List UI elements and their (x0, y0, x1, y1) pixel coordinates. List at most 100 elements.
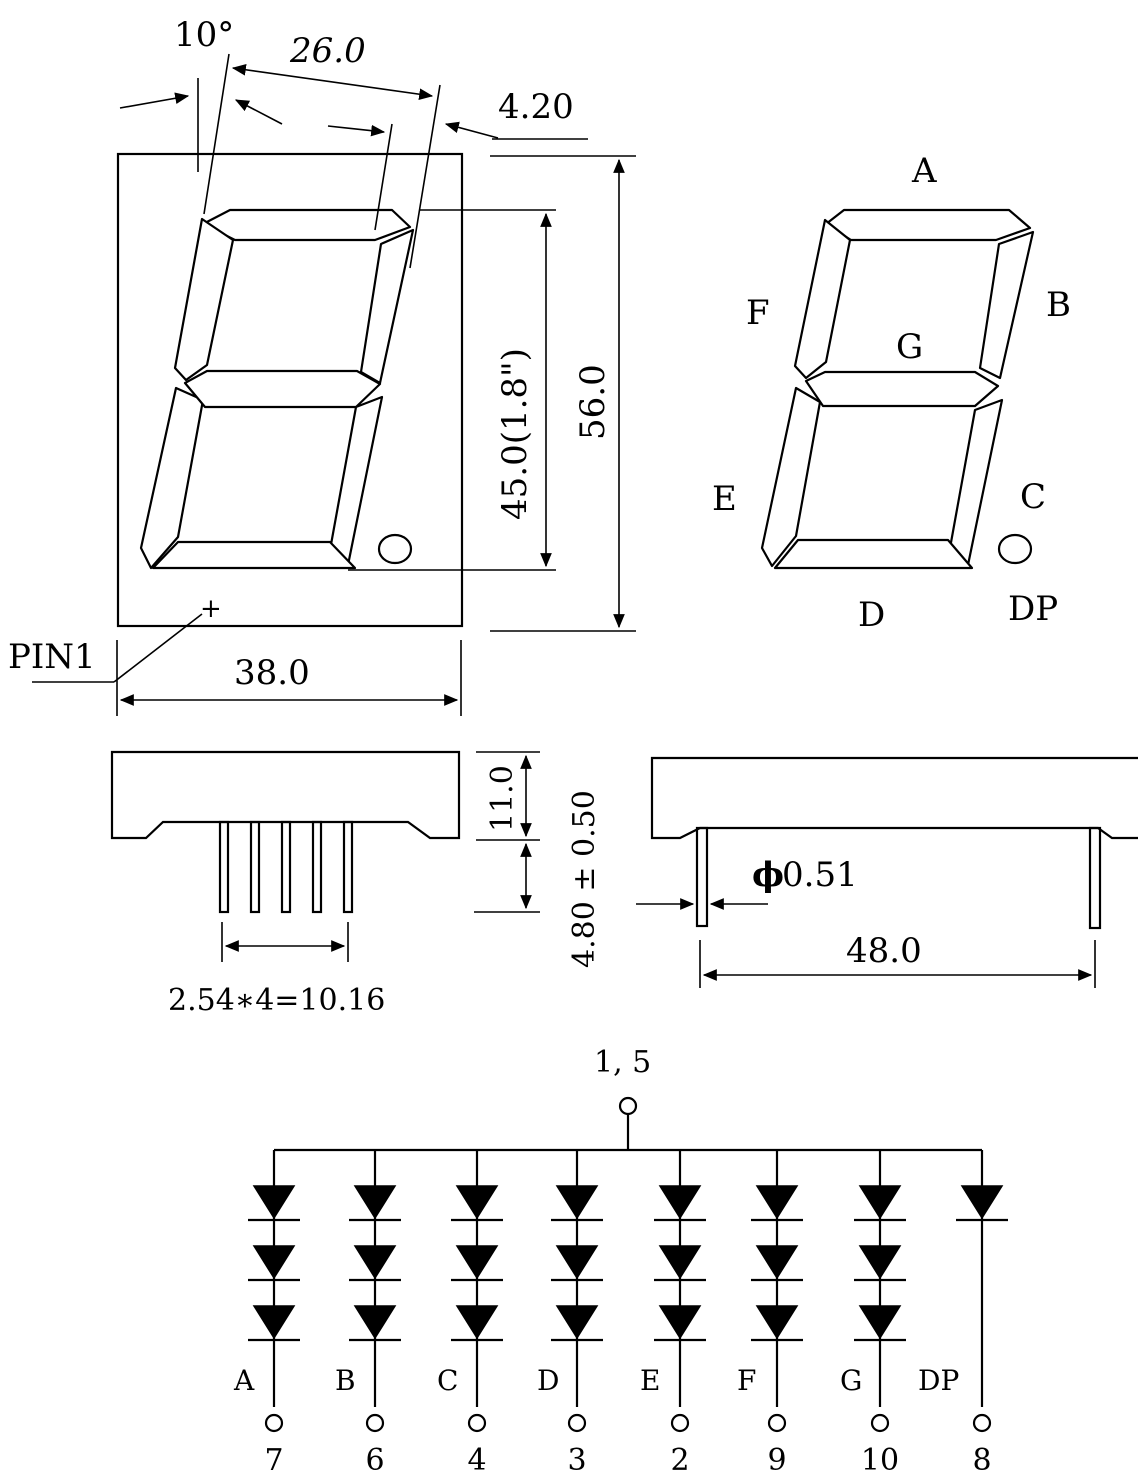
segment-g (183, 369, 382, 409)
angle-label: 10° (174, 15, 234, 55)
digit-width-label: 26.0 (289, 31, 366, 71)
diode-triangle (252, 1185, 296, 1220)
diode-triangle (755, 1185, 799, 1220)
pin-diameter-label: 0.51 (782, 855, 858, 895)
slant-inner-line (374, 123, 393, 231)
diode-triangle (755, 1305, 799, 1340)
segment-d (151, 540, 357, 570)
body-depth-label: 11.0 (485, 765, 520, 832)
pin-terminal (365, 1413, 385, 1433)
pin-terminal (972, 1413, 992, 1433)
diode-triangle (858, 1305, 902, 1340)
diode-triangle (960, 1185, 1004, 1220)
pin-number: 4 (467, 1443, 486, 1478)
channel-label: DP (918, 1364, 959, 1397)
diode-triangle (353, 1185, 397, 1220)
pin1-label: PIN1 (8, 637, 96, 677)
package-outline (116, 152, 464, 628)
label-segment-c: C (1020, 477, 1046, 517)
channel-e: E2 (640, 1150, 706, 1478)
angle-arrow-left (119, 92, 190, 109)
channel-label: B (335, 1364, 356, 1397)
pin-number: 8 (972, 1443, 991, 1478)
diode-triangle (353, 1305, 397, 1340)
pin-terminal (670, 1413, 690, 1433)
end-body-outline (650, 756, 1138, 840)
diode-triangle (755, 1245, 799, 1280)
segment-b (359, 228, 415, 385)
label-segment-e: E (712, 479, 737, 519)
map-segment-b (978, 230, 1035, 380)
diode-triangle (252, 1305, 296, 1340)
pin1-cross: + (200, 594, 222, 624)
segment-offset-label: 4.20 (498, 87, 574, 127)
diode-triangle (455, 1305, 499, 1340)
digit-height-label: 45.0(1.8") (495, 348, 535, 520)
pin1-leader (113, 613, 203, 683)
pin-terminal (467, 1413, 487, 1433)
label-segment-dp: DP (1008, 589, 1058, 629)
segment-a (201, 208, 412, 242)
label-segment-g: G (896, 327, 923, 367)
common-pin-label: 1, 5 (594, 1045, 651, 1080)
digit-width-arrow (231, 64, 434, 100)
seven-segment-digit-front (139, 208, 415, 570)
diode-triangle (858, 1245, 902, 1280)
channel-d: D3 (537, 1150, 603, 1478)
diameter-symbol: ϕ (752, 855, 784, 895)
diode-triangle (658, 1245, 702, 1280)
side-body-outline (110, 750, 461, 840)
map-segment-e (760, 386, 822, 568)
label-segment-a: A (911, 151, 937, 191)
side-pin (280, 820, 292, 914)
diode-triangle (252, 1245, 296, 1280)
common-pin-terminal (618, 1096, 638, 1116)
channel-dp: DP 8 (918, 1150, 1008, 1478)
segment-map-view: A B F G E C D DP (712, 151, 1071, 635)
body-height-label: 56.0 (573, 364, 613, 440)
side-pin (311, 820, 323, 914)
diode-triangle (555, 1185, 599, 1220)
map-segment-c (948, 398, 1004, 567)
channel-g: G 10 (840, 1150, 906, 1478)
diode-triangle (353, 1245, 397, 1280)
map-decimal-point (997, 533, 1033, 565)
pin-number: 10 (861, 1443, 899, 1478)
pin-number: 3 (567, 1443, 586, 1478)
side-pin (218, 820, 230, 914)
pin-terminal (767, 1413, 787, 1433)
side-view: 11.0 4.80 ± 0.50 2.54∗4=10.16 (110, 750, 602, 1018)
pin-number: 9 (767, 1443, 786, 1478)
diode-triangle (455, 1245, 499, 1280)
channel-f: F9 (737, 1150, 803, 1478)
segment-c (328, 395, 384, 567)
pin-terminal (870, 1413, 890, 1433)
segment-f (173, 217, 235, 382)
pin-number: 6 (365, 1443, 384, 1478)
pin-length-label: 4.80 ± 0.50 (567, 790, 602, 968)
front-view: 10° 26.0 4.20 45.0(1.8") 56.0 + PIN1 38.… (8, 15, 636, 716)
map-segment-d (773, 538, 974, 570)
channel-label: F (737, 1364, 756, 1397)
row-spacing-label: 48.0 (846, 931, 922, 971)
map-segment-f (793, 218, 852, 380)
channel-b: B6 (335, 1150, 401, 1478)
diode-triangle (555, 1245, 599, 1280)
pin-pitch-label: 2.54∗4=10.16 (168, 983, 385, 1018)
label-segment-f: F (746, 293, 770, 333)
angle-arrow-right (234, 99, 283, 125)
pin-terminal (567, 1413, 587, 1433)
channel-label: G (840, 1364, 862, 1397)
slant-left-line (203, 53, 230, 215)
side-pin (342, 820, 354, 914)
side-pins (218, 820, 354, 914)
channel-label: E (640, 1364, 660, 1397)
body-width-label: 38.0 (234, 653, 310, 693)
channel-label: C (437, 1364, 458, 1397)
map-segment-g (804, 370, 1000, 408)
diode-triangle (858, 1185, 902, 1220)
channel-a: A7 (233, 1150, 300, 1478)
channel-label: A (233, 1364, 255, 1397)
